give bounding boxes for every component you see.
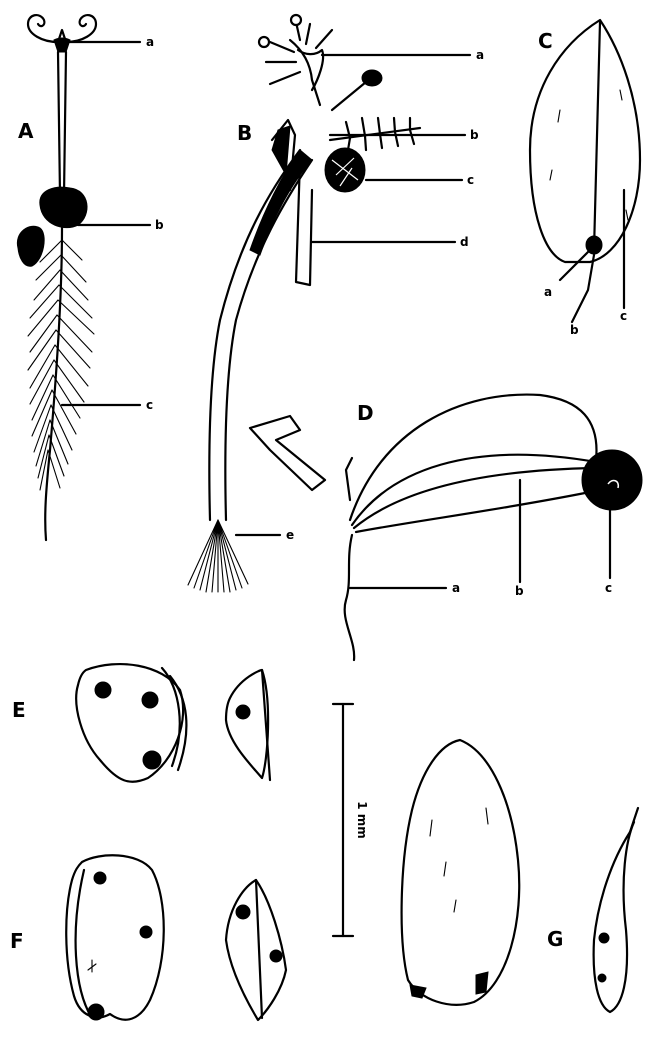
panel-label-c: C [538,29,553,53]
panel-a-part-c: c [146,398,153,412]
panel-label-d: D [357,401,374,425]
panel-b-part-b: b [470,128,479,142]
panel-label-e: E [12,698,26,722]
panel-d-part-c: c [605,581,612,595]
panel-label-f: F [10,929,24,953]
panel-b-part-a: a [476,48,484,62]
panel-label-a: A [18,119,34,143]
panel-g-seeds [402,740,638,1012]
panel-a-seedling [17,15,150,540]
panel-b-part-d: d [460,235,469,249]
panel-f-seeds [66,855,286,1020]
panel-c-part-c: c [620,309,627,323]
panel-label-g: G [547,927,563,951]
panel-d-part-b: b [515,584,524,598]
panel-d-part-a: a [452,581,460,595]
panel-a-part-a: a [146,35,154,49]
panel-e-seeds [76,664,270,782]
panel-b-part-c: c [467,173,474,187]
panel-d-germinating-seed [250,395,642,660]
scale-bar-label: 1 mm [355,801,369,839]
panel-a-part-b: b [155,218,164,232]
panel-c-part-b: b [570,323,579,337]
panel-b-flower [188,15,470,592]
panel-label-b: B [237,121,252,145]
panel-c-seed [530,20,640,322]
panel-b-part-e: e [286,528,294,542]
panel-c-part-a: a [544,285,552,299]
scale-bar [333,704,353,936]
